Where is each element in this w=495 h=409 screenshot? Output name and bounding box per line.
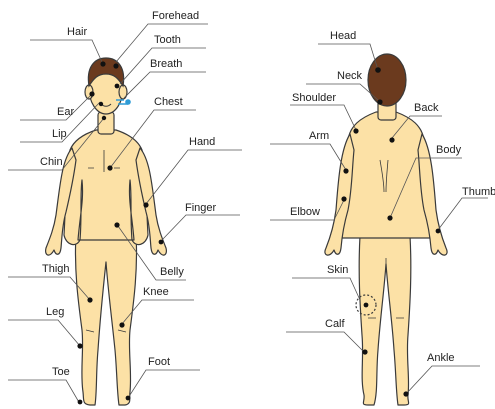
- label-lip: Lip: [52, 128, 67, 140]
- dot-thigh: [87, 297, 92, 302]
- label-ear: Ear: [57, 106, 74, 118]
- front-torso: [64, 130, 148, 245]
- label-shoulder: Shoulder: [292, 92, 336, 104]
- dot-ear: [89, 91, 94, 96]
- dot-belly: [114, 222, 119, 227]
- dot-back: [389, 137, 394, 142]
- dot-tooth: [115, 84, 120, 89]
- dot-breath: [125, 99, 131, 105]
- label-belly: Belly: [160, 266, 184, 278]
- label-thigh: Thigh: [42, 263, 70, 275]
- label-ankle: Ankle: [427, 352, 455, 364]
- label-foot: Foot: [148, 356, 170, 368]
- label-finger: Finger: [185, 202, 216, 214]
- label-back: Back: [414, 102, 438, 114]
- label-arm: Arm: [309, 130, 329, 142]
- back-head: [368, 54, 406, 106]
- label-leg: Leg: [46, 306, 64, 318]
- label-skin: Skin: [327, 264, 348, 276]
- label-chest: Chest: [154, 96, 183, 108]
- dot-body: [387, 215, 392, 220]
- label-forehead: Forehead: [152, 10, 199, 22]
- dot-hand: [143, 202, 148, 207]
- front-legs: [75, 232, 136, 405]
- dot-shoulder: [353, 128, 358, 133]
- dot-forehead: [113, 63, 118, 68]
- dot-chest: [107, 165, 112, 170]
- dot-neck: [377, 99, 382, 104]
- label-knee: Knee: [143, 286, 169, 298]
- label-toe: Toe: [52, 366, 70, 378]
- dot-elbow: [341, 196, 346, 201]
- dot-toe: [78, 400, 83, 405]
- label-tooth: Tooth: [154, 34, 181, 46]
- dot-ankle: [403, 391, 408, 396]
- label-chin: Chin: [40, 156, 63, 168]
- label-body: Body: [436, 144, 461, 156]
- dot-thumb: [436, 229, 441, 234]
- back-legs: [359, 236, 411, 405]
- label-thumb: Thumb: [462, 186, 495, 198]
- dot-foot: [126, 396, 131, 401]
- label-calf: Calf: [325, 318, 345, 330]
- label-head: Head: [330, 30, 356, 42]
- dot-chin: [102, 116, 106, 120]
- label-breath: Breath: [150, 58, 182, 70]
- dot-lip: [99, 102, 103, 106]
- dot-knee: [119, 322, 124, 327]
- dot-arm: [343, 168, 348, 173]
- label-elbow: Elbow: [290, 206, 320, 218]
- dot-head: [375, 67, 381, 73]
- dot-skin: [364, 303, 369, 308]
- dot-finger: [159, 240, 164, 245]
- label-hand: Hand: [189, 136, 215, 148]
- dot-calf: [362, 349, 367, 354]
- label-hair: Hair: [67, 26, 87, 38]
- dot-leg: [77, 343, 82, 348]
- label-neck: Neck: [337, 70, 362, 82]
- dot-hair: [100, 61, 105, 66]
